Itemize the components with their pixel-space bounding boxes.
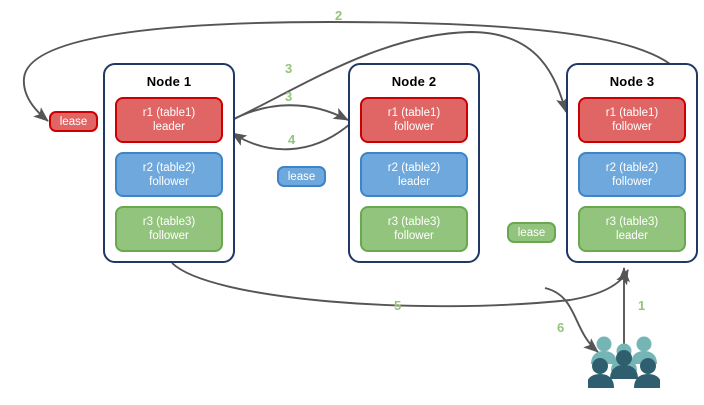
- replica-role: leader: [153, 120, 185, 133]
- replica-role: leader: [616, 230, 648, 243]
- replica-role: follower: [394, 230, 434, 243]
- replica-role: follower: [149, 230, 189, 243]
- node-2[interactable]: Node 2 r1 (table1) follower r2 (table2) …: [348, 63, 480, 263]
- lease-badge-green[interactable]: lease: [507, 222, 556, 243]
- replica-name: r2 (table2): [387, 161, 441, 174]
- node-1-replica-r2[interactable]: r2 (table2) follower: [115, 151, 223, 198]
- replica-role: follower: [612, 175, 652, 188]
- node-1-replica-r1[interactable]: r1 (table1) leader: [115, 97, 223, 143]
- replica-role: follower: [394, 120, 434, 133]
- node-3-replica-r1[interactable]: r1 (table1) follower: [578, 97, 686, 143]
- replica-name: r3 (table3): [387, 216, 441, 229]
- lease-badge-red[interactable]: lease: [49, 111, 98, 132]
- node-3[interactable]: Node 3 r1 (table1) follower r2 (table2) …: [566, 63, 698, 263]
- node-2-title: Node 2: [391, 74, 437, 89]
- step-label-2: 2: [335, 8, 343, 23]
- replica-name: r2 (table2): [142, 161, 196, 174]
- node-3-replica-r2[interactable]: r2 (table2) follower: [578, 151, 686, 198]
- users-group-icon: [588, 336, 660, 388]
- step-label-3-lower: 3: [285, 89, 293, 104]
- node-2-replica-r3[interactable]: r3 (table3) follower: [360, 206, 468, 253]
- replica-name: r1 (table1): [387, 106, 441, 119]
- lease-badge-blue[interactable]: lease: [277, 166, 326, 187]
- node-3-replica-r3[interactable]: r3 (table3) leader: [578, 206, 686, 253]
- replica-name: r3 (table3): [142, 216, 196, 229]
- step-label-4: 4: [288, 132, 296, 147]
- node-1-replica-r3[interactable]: r3 (table3) follower: [115, 206, 223, 253]
- step-label-6: 6: [557, 320, 565, 335]
- replica-name: r3 (table3): [605, 216, 659, 229]
- replica-role: leader: [398, 175, 430, 188]
- replica-name: r2 (table2): [605, 161, 659, 174]
- replica-name: r1 (table1): [142, 106, 196, 119]
- replica-role: follower: [612, 120, 652, 133]
- node-1-title: Node 1: [146, 74, 192, 89]
- node-2-replica-r1[interactable]: r1 (table1) follower: [360, 97, 468, 143]
- step-label-1: 1: [638, 298, 646, 313]
- replica-role: follower: [149, 175, 189, 188]
- replica-name: r1 (table1): [605, 106, 659, 119]
- step-label-3-upper: 3: [285, 61, 293, 76]
- node-3-title: Node 3: [609, 74, 655, 89]
- node-1[interactable]: Node 1 r1 (table1) leader r2 (table2) fo…: [103, 63, 235, 263]
- arrow-step-3-node2: [227, 104, 349, 123]
- node-2-replica-r2[interactable]: r2 (table2) leader: [360, 151, 468, 198]
- step-label-5: 5: [394, 298, 402, 313]
